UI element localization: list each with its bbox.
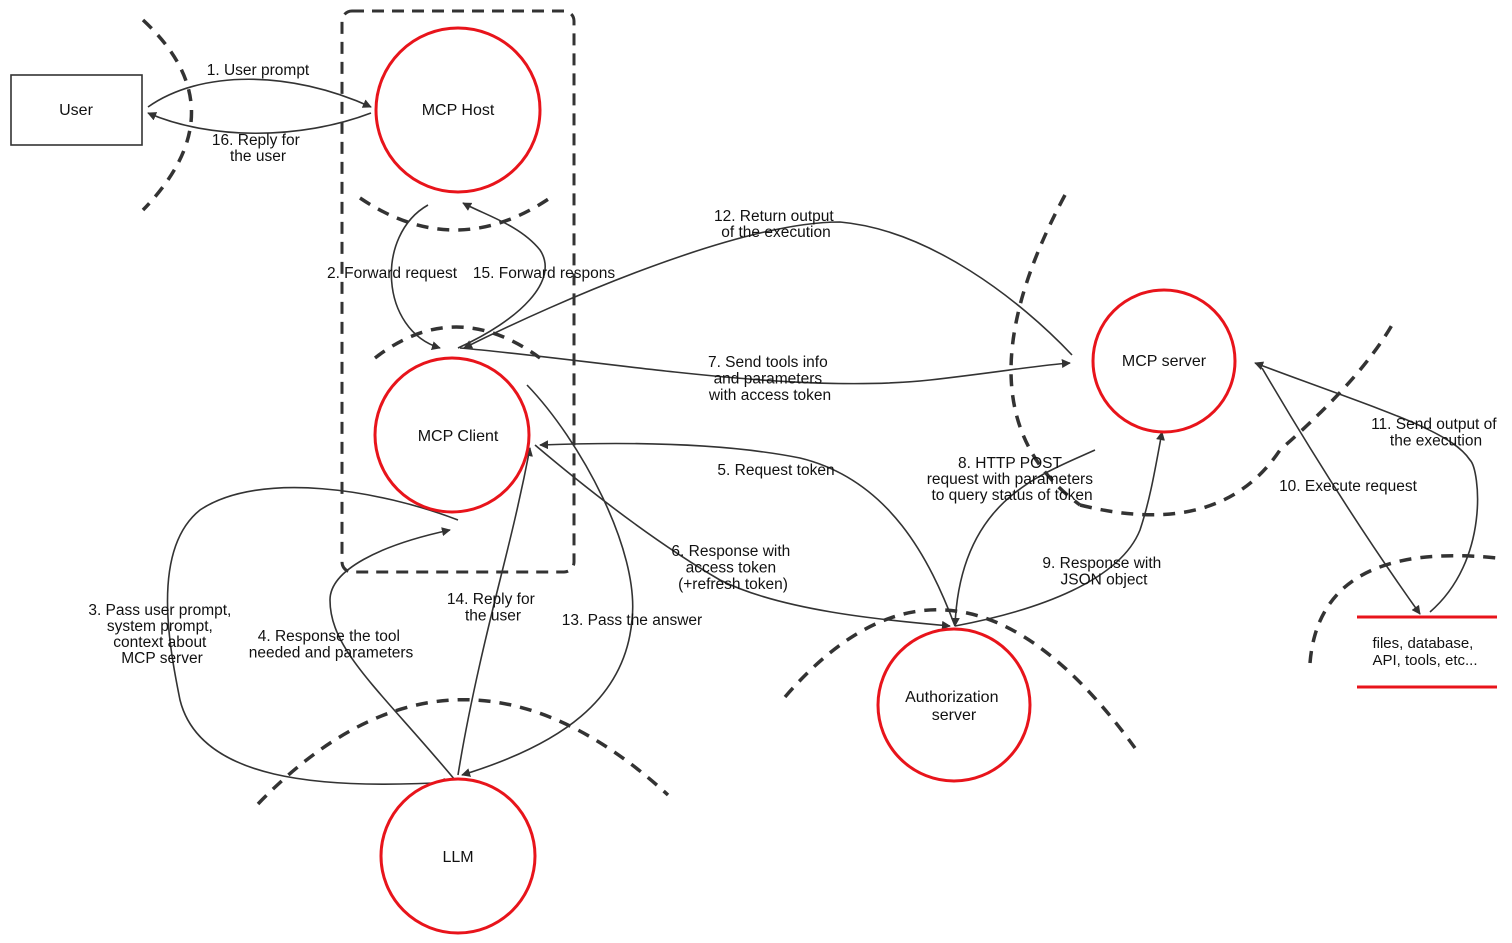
mcp-server-label: MCP server	[1122, 353, 1207, 370]
edge-16-line	[147, 112, 372, 135]
edge-15-label: 15. Forward respons	[473, 265, 615, 282]
edge-12-line	[463, 221, 1073, 356]
edge-2-line	[390, 204, 441, 350]
trust-boundary-auth	[783, 608, 1137, 750]
edge-13-line	[461, 384, 634, 777]
trust-boundary-server-right	[1079, 324, 1394, 517]
edge-4-line	[329, 527, 456, 781]
edge-14-line	[457, 447, 533, 776]
trust-boundary-host-bottom	[359, 196, 551, 232]
edge-15-line	[457, 202, 546, 349]
trust-boundary-user	[141, 18, 194, 212]
edge-5-line	[539, 440, 956, 627]
edge-3-line	[166, 486, 459, 787]
edge-1-label: 1. User prompt	[207, 62, 310, 79]
trust-boundary-store	[1308, 553, 1498, 664]
mcp-client-circle	[373, 356, 531, 514]
edge-3-label: 3. Pass user prompt, system prompt, cont…	[88, 602, 235, 667]
llm-circle	[379, 777, 537, 935]
edge-1-line	[147, 78, 372, 108]
trust-boundary-client-top	[373, 325, 542, 360]
edge-10-line	[1261, 367, 1421, 615]
edge-14-label: 14. Reply for the user	[447, 591, 539, 625]
mcp-client-label: MCP Client	[418, 428, 499, 445]
edge-10-label: 10. Execute request	[1279, 478, 1418, 495]
edge-4-label: 4. Response the tool needed and paramete…	[249, 628, 414, 662]
user-box	[10, 74, 143, 146]
edge-11-line	[1254, 361, 1479, 613]
mcp-server-circle	[1091, 288, 1237, 434]
host-boundary	[340, 9, 576, 574]
mcp-host-label: MCP Host	[422, 102, 495, 119]
edge-8-label: 8. HTTP POST request with parameters to …	[927, 455, 1098, 504]
edge-16-label: 16. Reply for the user	[212, 132, 304, 165]
edge-7-line	[459, 347, 1071, 385]
edge-9-line	[954, 431, 1165, 627]
edge-12-label: 12. Return output of the execution	[714, 208, 838, 241]
trust-boundary-server-left	[1009, 194, 1082, 507]
trust-boundary-llm	[256, 697, 670, 806]
mcp-host-circle	[374, 26, 542, 194]
auth-server-label: Authorization server	[905, 689, 1003, 724]
user-label: User	[59, 102, 93, 119]
edge-7-label: 7. Send tools info and parameters with a…	[708, 354, 832, 404]
edge-13-label: 13. Pass the answer	[562, 612, 702, 629]
llm-label: LLM	[442, 849, 473, 866]
edge-9-label: 9. Response with JSON object	[1042, 555, 1165, 589]
edge-8-line	[950, 449, 1096, 627]
edge-6-line	[534, 444, 951, 630]
edge-6-label: 6. Response with access token (+refresh …	[671, 543, 794, 593]
data-store-label: files, database, API, tools, etc...	[1372, 635, 1477, 669]
edge-5-label: 5. Request token	[717, 462, 834, 479]
edge-11-label: 11. Send output of the execution	[1371, 416, 1501, 450]
edge-2-label: 2. Forward request	[327, 265, 458, 282]
auth-server-circle	[876, 627, 1032, 783]
